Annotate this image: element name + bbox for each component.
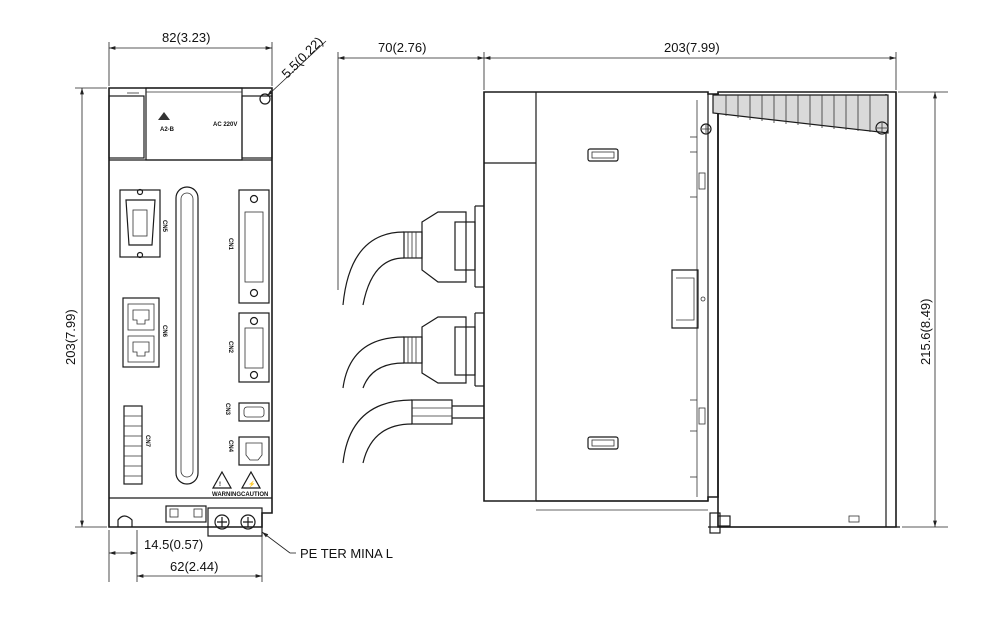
cn3-connector [238, 402, 270, 422]
front-body-outline [108, 87, 273, 528]
svg-text:A2-B: A2-B [160, 127, 175, 133]
cn4-connector [238, 436, 270, 466]
dim-pe-offset: 14.5(0.57) [144, 537, 203, 552]
front-corner-hole [259, 93, 271, 105]
pe-screw-left-icon [214, 514, 230, 530]
cn7-connector [123, 405, 143, 485]
cable-cn2 [342, 312, 484, 389]
heatsink-outline [717, 91, 897, 528]
front-dimensions: 82(3.23) 5.5(0.22) 203(7.99) 14.5(0.57) … [63, 30, 393, 582]
side-view [342, 91, 900, 534]
dim-corner-offset: 5.5(0.22) [279, 34, 326, 81]
svg-text:⚡: ⚡ [248, 480, 255, 488]
dim-front-width: 82(3.23) [162, 30, 210, 45]
cable-cn1 [342, 205, 484, 306]
pe-terminal-label: PE TER MINA L [300, 546, 393, 561]
cn6-label: CN6 [161, 325, 167, 338]
dim-pe-span: 62(2.44) [170, 559, 218, 574]
warning-label: WARNING [212, 492, 241, 498]
pe-screw-right-icon [240, 514, 256, 530]
pe-terminal-block [207, 507, 263, 537]
warning-triangle-icon [211, 470, 233, 489]
dim-connector-depth: 70(2.76) [378, 40, 426, 55]
svg-text:!: ! [219, 482, 221, 488]
cn1-connector [238, 189, 270, 304]
caution-label: CAUTION [241, 492, 268, 498]
caution-triangle-icon [240, 470, 262, 489]
dim-side-depth: 203(7.99) [664, 40, 720, 55]
cable-cn4 [342, 399, 484, 464]
dim-front-height: 203(7.99) [63, 309, 78, 365]
nameplate-voltage: AC 220V [213, 122, 237, 128]
dim-side-height: 215.6(8.49) [918, 299, 933, 366]
side-dimensions: 70(2.76) 203(7.99) 215.6(8.49) [337, 40, 948, 528]
cn1-label: CN1 [227, 238, 233, 251]
cn4-label: CN4 [227, 440, 233, 453]
front-slot [175, 186, 199, 485]
front-view: A2-B AC 220V CN5 CN1 CN6 CN2 C [108, 87, 273, 537]
cn6-connector [122, 297, 160, 368]
cn3-label: CN3 [224, 403, 230, 416]
cn2-label: CN2 [227, 341, 233, 354]
cn2-connector [238, 312, 270, 383]
cn5-label: CN5 [161, 220, 167, 233]
cn7-label: CN7 [144, 435, 150, 448]
